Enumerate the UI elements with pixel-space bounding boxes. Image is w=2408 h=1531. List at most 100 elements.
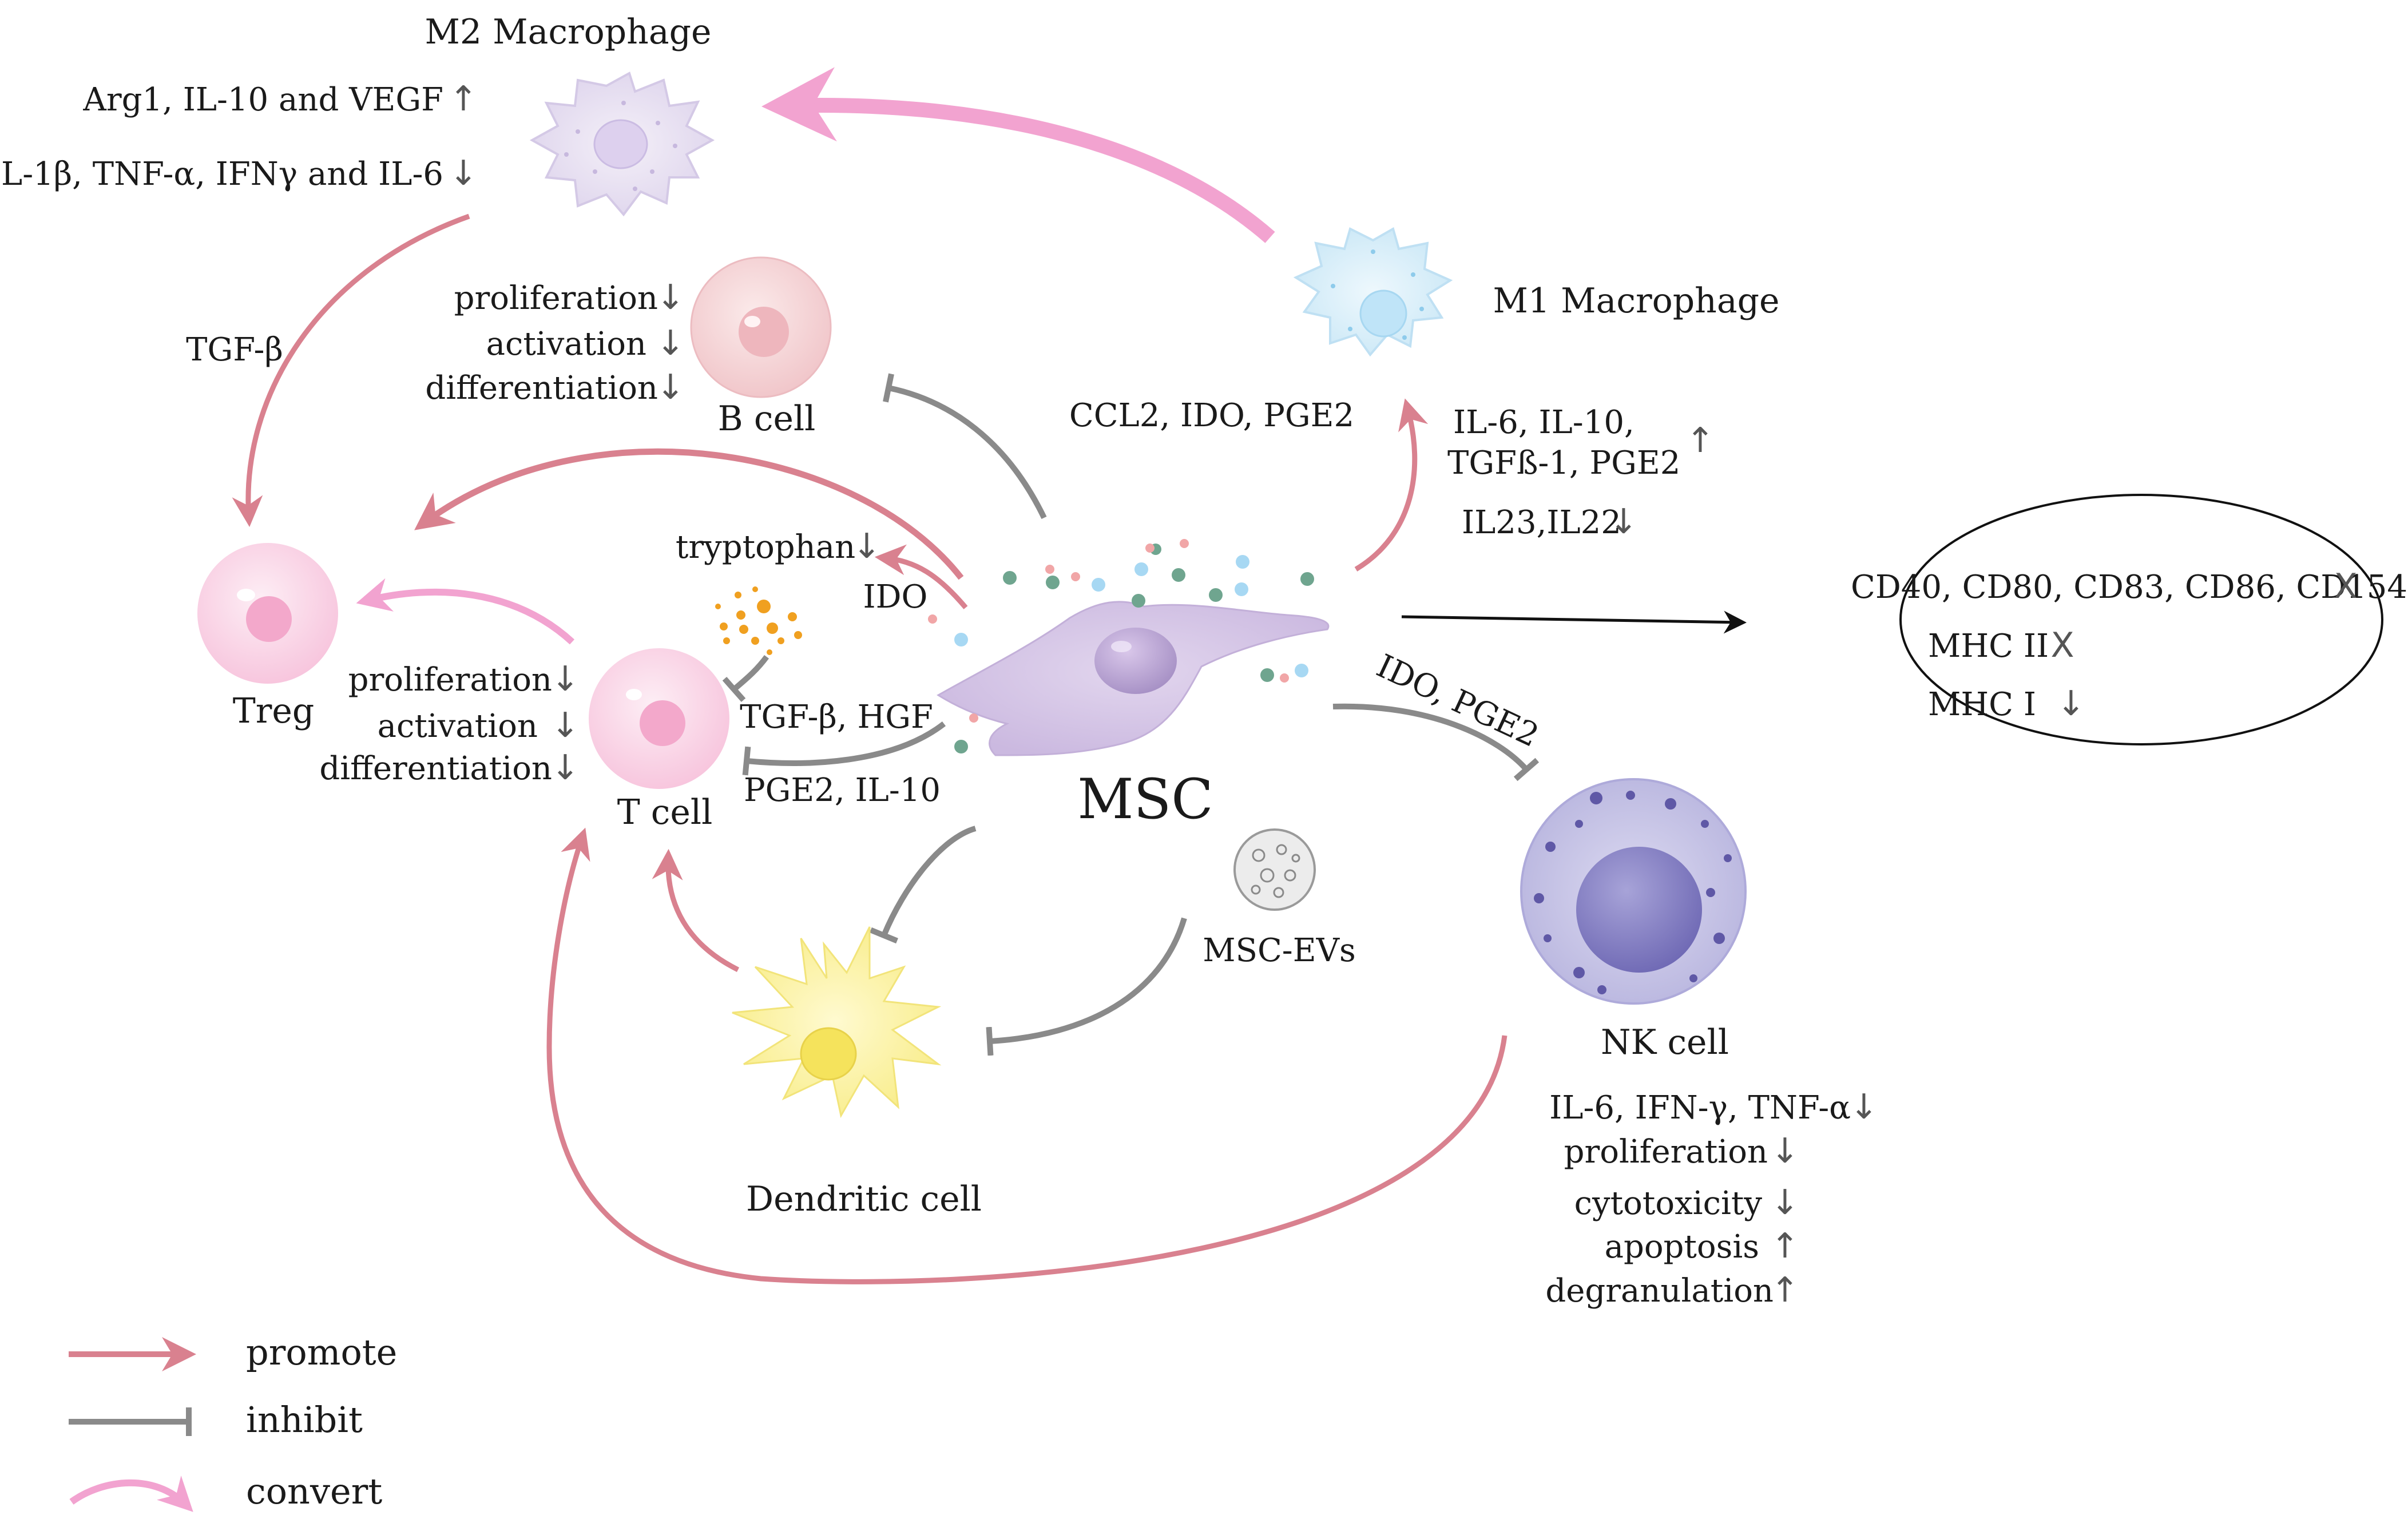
connectors [232, 67, 1747, 1284]
treg-label: Treg [233, 691, 315, 731]
legend-promote-label: promote [246, 1331, 397, 1373]
arrow-down-icon: ↓ [656, 367, 685, 407]
arrow-down-icon: ↓ [551, 659, 580, 699]
tgf-hgf-label: TGF-β, HGF [740, 699, 933, 736]
t-cell-nucleus [640, 700, 685, 746]
arrow-down-icon: ↓ [1771, 1131, 1799, 1171]
m1-effects: IL-6, IL-10, TGFß-1, PGE2 ↑ IL23,IL22 ↓ [1447, 404, 1715, 542]
b-cell-effects: proliferation ↓ activation ↓ differentia… [425, 277, 685, 407]
inhibit-evs-to-dc [986, 917, 1187, 1056]
arrow-down-icon: ↓ [551, 748, 580, 788]
tryptophan-particles [715, 586, 802, 655]
promote-arrow-nk-to-tcell [546, 827, 1508, 1284]
legend: promote inhibit convert [69, 1331, 397, 1512]
legend-inhibit-label: inhibit [246, 1399, 363, 1441]
b-effect-text: proliferation [454, 280, 658, 317]
dc-markers: CD40, CD80, CD83, CD86, CD154 X MHC II X… [1851, 566, 2407, 724]
arrow-down-icon: ↓ [656, 277, 685, 318]
dendritic-cell-label: Dendritic cell [746, 1179, 982, 1219]
ido-label: IDO [863, 578, 928, 616]
nk-effect-text: proliferation [1564, 1133, 1768, 1171]
arrow-up-icon: ↑ [1686, 421, 1715, 461]
m2-macrophage-nucleus [593, 119, 648, 169]
promote-arrow-dc-to-tcell [652, 848, 740, 973]
m2-macrophage-cell [529, 72, 715, 217]
nk-effect-text: IL-6, IFN-γ, TNF-α [1549, 1089, 1851, 1127]
nk-cell [1520, 778, 1747, 1005]
arrow-down-icon: ↓ [656, 323, 685, 363]
promote-arrow-msc-to-ido [874, 544, 968, 609]
m1-macrophage-body [1293, 227, 1453, 357]
msc-ev [1233, 828, 1316, 911]
nk-effect-text: degranulation [1545, 1272, 1774, 1310]
t-effect-text: activation [378, 708, 538, 745]
cross-icon: X [2050, 625, 2074, 665]
arrow-up-icon: ↑ [1771, 1270, 1799, 1310]
b-cell-label: B cell [718, 399, 816, 439]
arrow-up-icon: ↑ [1771, 1226, 1799, 1266]
treg-cell-nucleus [246, 596, 292, 642]
promote-arrow-m2-to-treg [232, 213, 470, 527]
promote-arrow-msc-to-treg [414, 448, 964, 580]
arrow-down-icon: ↓ [852, 526, 881, 566]
m1-effect-down: IL23,IL22 [1462, 504, 1621, 541]
secreted-factor-dots [928, 539, 1314, 753]
dendritic-cell [732, 926, 942, 1118]
ccl2-ido-pge2-label: CCL2, IDO, PGE2 [1069, 397, 1354, 434]
treg-cell [197, 543, 338, 684]
msc-cell [937, 601, 1330, 756]
b-effect-text: activation [486, 326, 646, 363]
b-effect-text: differentiation [425, 370, 658, 407]
inhibit-msc-to-tcell [742, 721, 946, 776]
inhibit-msc-to-bcell [883, 373, 1047, 519]
m1-effect-up-line1: IL-6, IL-10, [1453, 404, 1635, 441]
m2-macrophage-label: M2 Macrophage [425, 12, 711, 52]
cross-icon: X [2334, 566, 2357, 606]
promote-arrow-msc-to-m1 [1354, 398, 1429, 572]
nk-effect-text: cytotoxicity [1574, 1185, 1763, 1222]
arrow-msc-to-dc-markers [1401, 610, 1747, 634]
t-cell-label: T cell [617, 792, 713, 832]
legend-convert-arrow [69, 1476, 193, 1512]
t-effect-text: differentiation [319, 750, 552, 787]
msc-ev-label: MSC-EVs [1203, 932, 1356, 969]
arrow-down-icon: ↓ [2057, 684, 2085, 724]
dendritic-cell-body [732, 926, 942, 1118]
dc-marker-ellipse [1899, 494, 2383, 745]
m1-effect-up-line2: TGFß-1, PGE2 [1447, 445, 1680, 482]
msc-cell-nucleus [1094, 628, 1177, 694]
legend-convert-label: convert [246, 1470, 382, 1512]
convert-arrow-m1-to-m2 [761, 67, 1275, 243]
inhibit-tryptophan-to-tcell [722, 655, 769, 703]
m2-effect-text: Arg1, IL-10 and VEGF [82, 81, 443, 118]
arrow-down-icon: ↓ [449, 153, 478, 193]
inhibit-msc-to-nk [1332, 703, 1540, 782]
tryptophan-label: tryptophan [676, 529, 855, 566]
inhibit-msc-to-dc [869, 826, 977, 944]
arrow-down-icon: ↓ [551, 705, 580, 745]
m2-effect-text: IL-1β, TNF-α, IFNγ and IL-6 [0, 156, 443, 193]
dc-marker-text: MHC II [1928, 628, 2049, 665]
nk-cell-label: NK cell [1601, 1022, 1729, 1062]
convert-arrow-tcell-to-treg [356, 578, 575, 645]
m1-macrophage-nucleus [1359, 289, 1407, 338]
pge2-il10-label: PGE2, IL-10 [744, 772, 941, 809]
msc-ev-body [1233, 828, 1316, 911]
arrow-down-icon: ↓ [1850, 1087, 1878, 1127]
b-cell [690, 256, 832, 398]
m1-macrophage-cell [1293, 227, 1453, 357]
arrow-up-icon: ↑ [449, 79, 478, 119]
ido-pge2-label: IDO, PGE2 [1371, 648, 1544, 755]
arrow-down-icon: ↓ [1609, 502, 1638, 542]
nk-cell-nucleus [1576, 847, 1702, 973]
dendritic-cell-nucleus [800, 1027, 857, 1081]
dc-marker-text: CD40, CD80, CD83, CD86, CD154 [1851, 569, 2407, 606]
msc-label: MSC [1077, 767, 1213, 831]
m1-macrophage-label: M1 Macrophage [1493, 281, 1779, 321]
dc-marker-text: MHC I [1928, 686, 2036, 723]
tgf-beta-label: TGF-β [186, 331, 283, 368]
nk-effects: IL-6, IFN-γ, TNF-α ↓ proliferation ↓ cyt… [1545, 1087, 1878, 1310]
nk-effect-text: apoptosis [1605, 1228, 1759, 1266]
t-effect-text: proliferation [348, 661, 552, 699]
